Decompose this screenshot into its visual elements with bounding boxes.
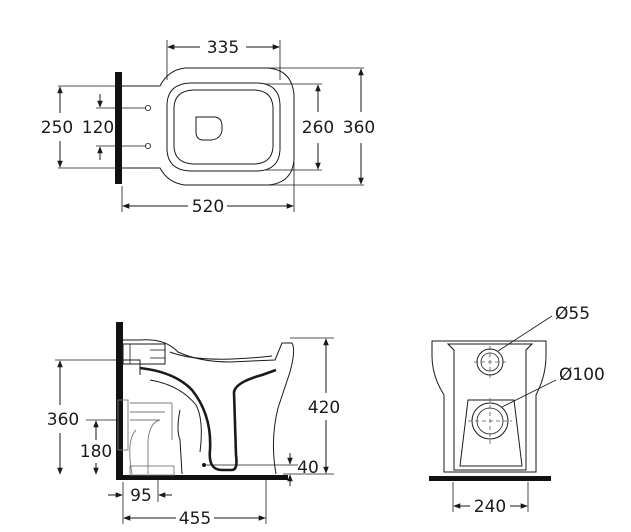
rear-lower-opening — [459, 399, 523, 467]
dim-360-top: 360 — [343, 118, 375, 138]
dim-95: 95 — [130, 486, 152, 506]
outlet-foot — [129, 465, 175, 476]
inlet-connector — [122, 343, 166, 365]
floor-rear — [429, 476, 551, 481]
dim-180: 180 — [80, 442, 112, 462]
dim-420: 420 — [308, 398, 340, 418]
bowl-outline-outer — [166, 82, 281, 172]
seat-outline — [122, 67, 295, 186]
dim-120: 120 — [82, 118, 114, 138]
side-view: 360 180 420 40 95 455 — [47, 322, 340, 529]
fixing-hole-lower — [144, 142, 151, 149]
trapway-outer — [139, 366, 277, 472]
bowl-outline-inner — [173, 89, 274, 165]
dim-240: 240 — [474, 497, 506, 517]
drain-center-dot — [202, 463, 206, 467]
trapway-inner — [149, 379, 202, 453]
dim-455: 455 — [179, 509, 211, 529]
top-view: 335 250 120 260 360 520 — [41, 38, 375, 217]
bowl-body — [123, 339, 295, 475]
wall-side — [116, 322, 123, 480]
fixing-hole-upper — [144, 105, 151, 112]
base-outline — [123, 359, 183, 475]
bowl-rim-detail — [169, 351, 273, 360]
dim-360-side: 360 — [47, 410, 79, 430]
outlet-pipe — [129, 402, 173, 475]
dim-250: 250 — [41, 118, 73, 138]
rear-body-outer — [431, 340, 547, 473]
dim-d100: Ø100 — [559, 365, 605, 385]
dim-335: 335 — [207, 38, 239, 58]
wall-plate-top — [115, 72, 122, 184]
dim-260: 260 — [302, 118, 334, 138]
drain-outline — [195, 116, 223, 141]
dim-40: 40 — [297, 458, 319, 478]
dim-d55: Ø55 — [555, 304, 590, 324]
floor-side — [116, 475, 288, 480]
outlet-flange — [117, 399, 129, 451]
rear-view: Ø55 Ø100 240 — [429, 304, 605, 517]
dim-520: 520 — [192, 197, 224, 217]
